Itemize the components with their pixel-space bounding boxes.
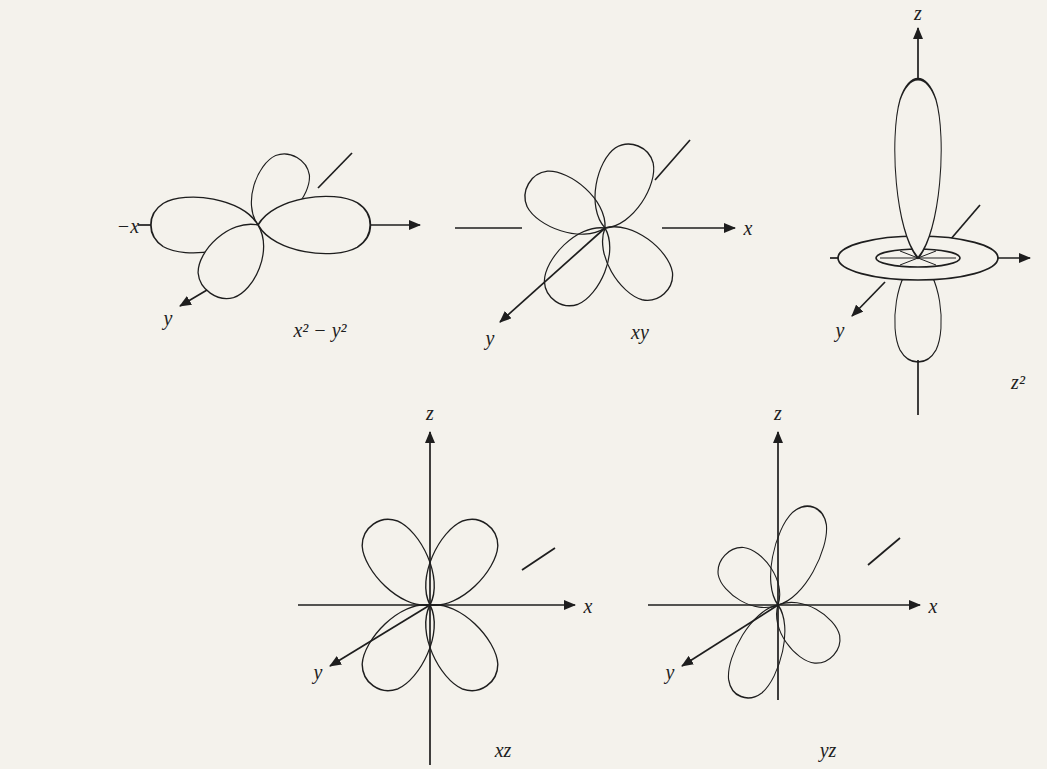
axis-label: x xyxy=(929,596,938,616)
axis-label: x xyxy=(744,218,753,238)
axis-label: z² xyxy=(1011,372,1025,392)
axis-label: x xyxy=(584,596,593,616)
axis-label: xy xyxy=(631,322,649,342)
axis-label: yz xyxy=(820,740,837,760)
axis-label: z xyxy=(774,403,782,423)
axis-label: x² − y² xyxy=(293,320,346,340)
dxz-orbital xyxy=(298,432,575,765)
axis-label: −x xyxy=(117,216,139,236)
axis-label: y xyxy=(666,662,675,682)
axis-label: xz xyxy=(495,740,512,760)
axis-label: y xyxy=(164,308,173,328)
dz2-orbital xyxy=(830,28,1030,415)
axis-label: z xyxy=(426,403,434,423)
dyz-orbital xyxy=(648,432,920,705)
axis-label: y xyxy=(836,320,845,340)
dxy-orbital xyxy=(455,136,735,322)
axis-label: y xyxy=(314,662,323,682)
dx2y2-orbital xyxy=(138,145,420,309)
axis-label: z xyxy=(914,3,922,23)
axis-label: y xyxy=(486,328,495,348)
